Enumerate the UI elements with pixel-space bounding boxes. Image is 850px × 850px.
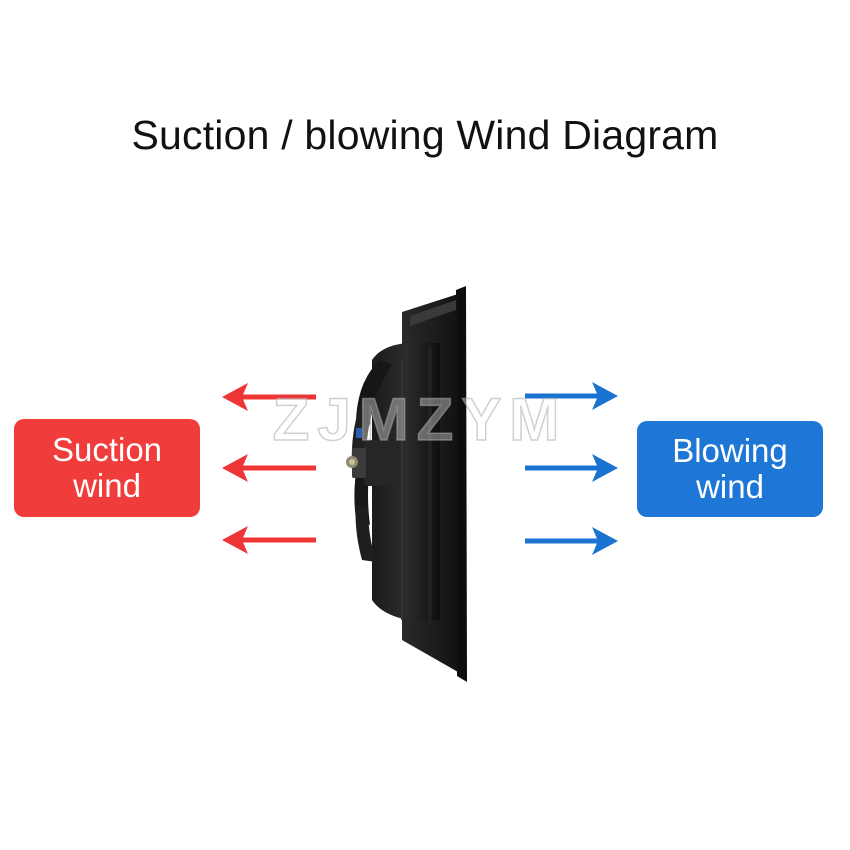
fan-icon xyxy=(346,286,467,682)
blowing-wind-label: Blowing wind xyxy=(637,421,823,517)
blowing-label-line1: Blowing xyxy=(672,432,788,469)
blowing-arrow-icon xyxy=(525,454,618,482)
watermark-logo: ZJMZYM xyxy=(273,386,568,453)
suction-arrow-icon xyxy=(222,383,316,411)
suction-arrow-icon xyxy=(222,454,316,482)
blowing-arrows xyxy=(525,382,618,555)
blowing-arrow-icon xyxy=(525,382,618,410)
blowing-label-line2: wind xyxy=(696,468,764,505)
suction-arrows xyxy=(222,383,316,554)
suction-wind-label: Suction wind xyxy=(14,419,200,517)
diagram-title: Suction / blowing Wind Diagram xyxy=(131,112,719,158)
suction-label-line2: wind xyxy=(73,467,141,504)
suction-arrow-icon xyxy=(222,526,316,554)
suction-label-line1: Suction xyxy=(51,431,163,468)
blowing-arrow-icon xyxy=(525,527,618,555)
